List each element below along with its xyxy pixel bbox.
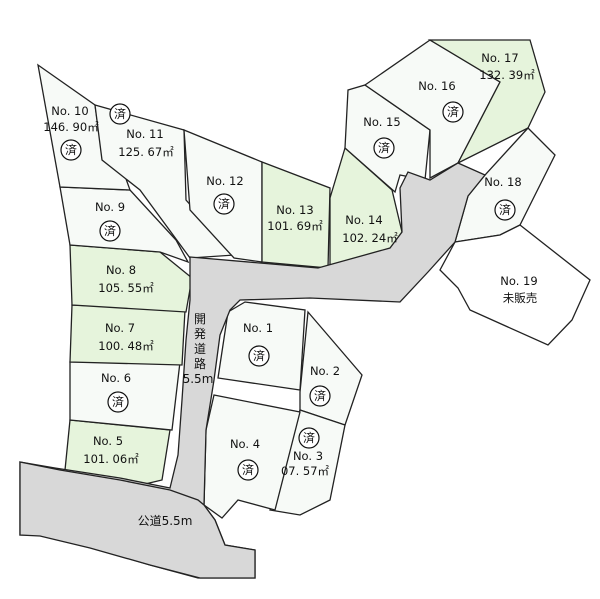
lot-7-number: No. 7 <box>105 321 135 335</box>
lot-9-sold-mark-circle <box>99 220 121 242</box>
lot-9-number: No. 9 <box>95 200 125 214</box>
lot-3-sold-mark: 済 <box>303 430 315 445</box>
development-road <box>19 162 487 579</box>
dev-road-char-1: 発 <box>194 327 206 341</box>
lot-14-number: No. 14 <box>345 213 382 227</box>
dev-road-width: 5.5m <box>183 372 214 386</box>
lot-17-area: 132. 39㎡ <box>479 68 535 82</box>
lot-12-sold-mark: 済 <box>218 196 230 211</box>
lot-19-number: No. 19 <box>500 274 537 288</box>
lot-2-sold-mark-circle <box>309 385 331 407</box>
lot-18-sold-mark: 済 <box>499 202 511 217</box>
lot-11-sold-mark: 済 <box>114 106 126 121</box>
lot-15-number: No. 15 <box>363 115 400 129</box>
lot-13-number: No. 13 <box>276 203 313 217</box>
lot-3-area: 07. 57㎡ <box>281 464 330 478</box>
lot-6-sold-mark: 済 <box>112 394 124 409</box>
lot-7-area: 100. 48㎡ <box>98 339 154 353</box>
lot-1-number: No. 1 <box>243 321 273 335</box>
lot-8-area: 105. 55㎡ <box>98 281 154 295</box>
lot-19-status-label: 未販売 <box>503 291 538 305</box>
lot-6-number: No. 6 <box>101 371 131 385</box>
lot-13-area: 101. 69㎡ <box>267 219 323 233</box>
lot-16-number: No. 16 <box>418 79 455 93</box>
lot-1-sold-mark-circle <box>248 345 270 367</box>
lot-18-number: No. 18 <box>484 175 521 189</box>
lot-7-parcel[interactable] <box>69 304 186 366</box>
lot-2-number: No. 2 <box>310 364 340 378</box>
lot-10-sold-mark: 済 <box>65 142 77 157</box>
lot-16-sold-mark: 済 <box>447 104 459 119</box>
dev-road-char-0: 開 <box>194 312 206 326</box>
roads-layer: 開 発 道 路 5.5m 公道5.5m <box>19 162 487 579</box>
lot-18-sold-mark-circle <box>494 199 516 221</box>
lot-12-sold-mark-circle <box>213 193 235 215</box>
lot-6-sold-mark-circle <box>107 391 129 413</box>
lot-10-number: No. 10 <box>51 104 88 118</box>
lot-1-sold-mark: 済 <box>253 348 265 363</box>
lot-11-number: No. 11 <box>126 127 163 141</box>
lots-layer <box>37 39 591 519</box>
lot-10-area: 146. 90㎡ <box>43 120 99 134</box>
labels-layer: No. 1 済 No. 2 済 No. 307. 57㎡ 済 No. 4 済 No. 5 101.… <box>43 51 538 481</box>
lot-3-sold-mark-circle <box>298 427 320 449</box>
lot-9-sold-mark: 済 <box>104 223 116 238</box>
dev-road-char-2: 道 <box>194 342 206 356</box>
lot-10-sold-mark-circle <box>60 139 82 161</box>
lot-15-sold-mark: 済 <box>378 140 390 155</box>
lot-4-number: No. 4 <box>230 437 260 451</box>
lot-11-area: 125. 67㎡ <box>118 145 174 159</box>
lot-16-sold-mark-circle <box>442 101 464 123</box>
lot-17-number: No. 17 <box>481 51 518 65</box>
lot-5-number: No. 5 <box>93 434 123 448</box>
public-road-label: 公道5.5m <box>138 514 193 528</box>
lot-19-parcel[interactable] <box>439 224 591 346</box>
public-road <box>19 461 256 579</box>
lot-12-number: No. 12 <box>206 174 243 188</box>
lot-14-area: 102. 24㎡ <box>342 231 398 245</box>
lot-3-number: No. 3 <box>293 449 323 463</box>
lot-11-sold-mark-circle <box>109 103 131 125</box>
dev-road-char-3: 路 <box>194 356 206 371</box>
lot-8-number: No. 8 <box>106 263 136 277</box>
lot-15-sold-mark-circle <box>373 137 395 159</box>
lot-4-sold-mark-circle <box>237 459 259 481</box>
development-road-label: 開 発 道 路 5.5m <box>183 312 214 386</box>
lot-4-sold-mark: 済 <box>242 462 254 477</box>
lot-5-area: 101. 06㎡ <box>83 452 139 466</box>
lot-2-sold-mark: 済 <box>314 388 326 403</box>
